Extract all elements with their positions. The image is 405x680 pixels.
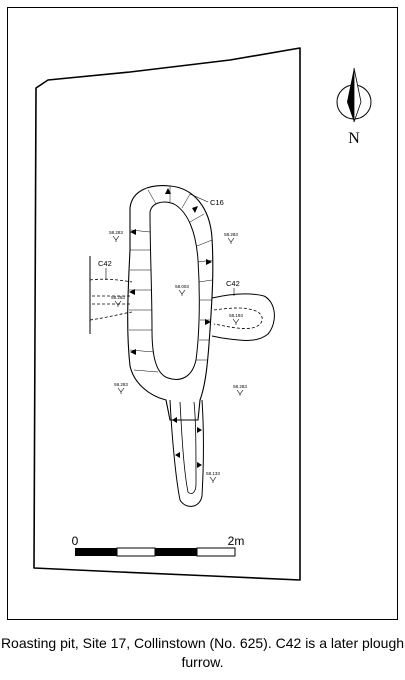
- level-e-mid: 58.193: [229, 313, 243, 318]
- scale-bar: 0 2m: [72, 534, 245, 557]
- spot-level-sw: 58.283: [114, 382, 128, 394]
- level-nw: 58.283: [109, 230, 123, 235]
- scale-start-label: 0: [72, 534, 79, 548]
- spot-level-w-mid: 58.263: [111, 295, 125, 307]
- north-label: N: [348, 130, 360, 147]
- scale-segment-3: [155, 548, 197, 556]
- channel-inner: [179, 401, 197, 494]
- scale-end-label: 2m: [228, 534, 245, 548]
- figure-frame: [7, 7, 398, 620]
- level-w-mid: 58.263: [111, 295, 125, 300]
- spot-level-nw: 58.283: [109, 230, 123, 242]
- pit-inner-base: [149, 201, 200, 380]
- level-center: 58.003: [175, 284, 189, 289]
- furrow-east-inner: [213, 307, 263, 329]
- north-arrow: N: [336, 67, 372, 147]
- pit-slope-hachures: [129, 186, 214, 373]
- scale-segment-4: [196, 547, 236, 557]
- label-c42-west: C42: [98, 259, 112, 268]
- level-channel: 58.133: [206, 471, 220, 476]
- level-ne: 58.283: [224, 232, 238, 237]
- level-sw: 58.283: [114, 382, 128, 387]
- label-c42-east: C42: [226, 279, 240, 288]
- channel-outer: [169, 399, 204, 507]
- label-c16: C16: [210, 198, 224, 207]
- site-plan: N: [33, 47, 372, 581]
- pit-slope-arrows: [129, 188, 212, 355]
- spot-level-center: 58.003: [175, 284, 189, 296]
- furrow-east: [211, 293, 275, 341]
- figure-caption: Roasting pit, Site 17, Collinstown (No. …: [0, 635, 405, 670]
- scale-segment-2: [116, 547, 156, 557]
- level-se: 58.283: [233, 384, 247, 389]
- spot-level-ne: 58.283: [224, 232, 238, 244]
- pit-outer-edge: [127, 185, 214, 421]
- furrow-west: [89, 278, 133, 321]
- spot-level-se: 58.283: [233, 384, 247, 396]
- spot-level-channel: 58.133: [206, 471, 220, 483]
- channel-arrows: [172, 417, 202, 468]
- scale-segment-1: [75, 548, 117, 556]
- spot-level-e-mid: 58.193: [229, 313, 243, 325]
- excavation-boundary: [33, 47, 301, 581]
